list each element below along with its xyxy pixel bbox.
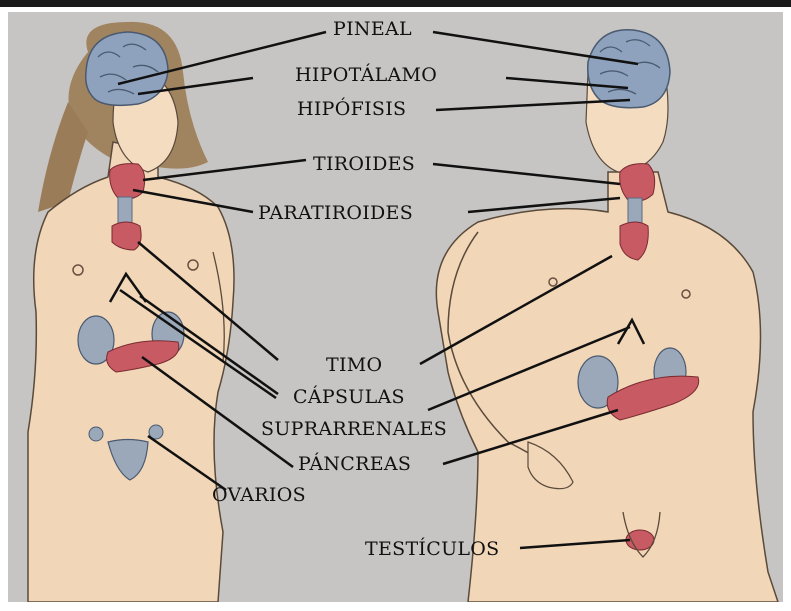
- leader-tiroides-male: [433, 164, 620, 184]
- female-thyroid: [110, 164, 145, 200]
- label-timo: TIMO: [326, 354, 382, 376]
- male-figure: [436, 30, 778, 602]
- label-pancreas: PÁNCREAS: [298, 453, 411, 475]
- label-capsulas: CÁPSULAS: [293, 386, 405, 408]
- female-figure: [28, 22, 234, 602]
- male-thyroid: [620, 164, 655, 201]
- label-pineal: PINEAL: [333, 18, 412, 40]
- label-suprarrenales: SUPRARRENALES: [261, 418, 447, 440]
- diagram-panel: PINEAL HIPOTÁLAMO HIPÓFISIS TIROIDES PAR…: [8, 12, 783, 602]
- label-testiculos: TESTÍCULOS: [365, 538, 500, 560]
- label-paratiroides: PARATIROIDES: [258, 202, 413, 224]
- top-rule: [0, 0, 791, 7]
- label-hipofisis: HIPÓFISIS: [297, 98, 406, 120]
- label-tiroides: TIROIDES: [313, 153, 415, 175]
- female-ovary-left: [89, 427, 103, 441]
- label-hipotalamo: HIPOTÁLAMO: [295, 64, 437, 86]
- female-brain: [86, 32, 168, 105]
- male-testes: [626, 530, 654, 550]
- label-ovarios: OVARIOS: [212, 484, 306, 506]
- female-thymus: [112, 222, 141, 250]
